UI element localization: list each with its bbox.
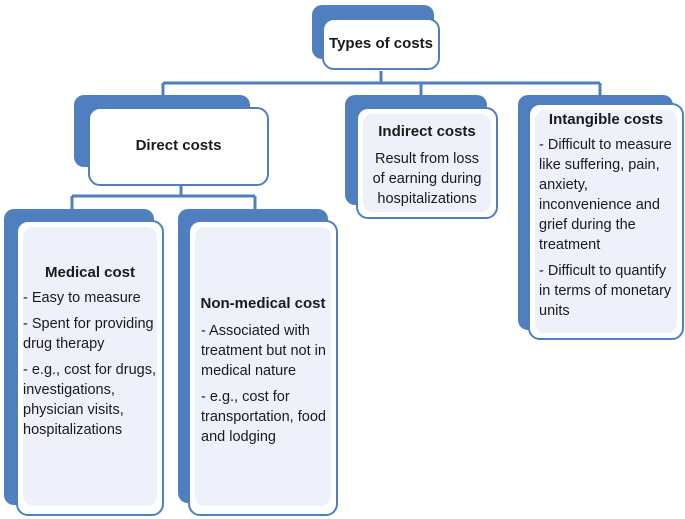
- intangible-costs-box: Intangible costs - Difficult to measure …: [528, 103, 684, 340]
- indirect-costs-text: Result from loss of earning during hospi…: [372, 151, 482, 207]
- non-medical-cost-text: - Associated with treatment but not in m…: [201, 321, 332, 453]
- non-medical-bullet-2: - e.g., cost for transportation, food an…: [201, 389, 326, 445]
- non-medical-bullet-1: - Associated with treatment but not in m…: [201, 323, 326, 379]
- intangible-costs-text: - Difficult to measure like suffering, p…: [539, 135, 676, 327]
- non-medical-cost-title: Non-medical cost: [200, 295, 326, 312]
- indirect-costs-panel: [363, 114, 491, 212]
- intangible-costs-title: Intangible costs: [548, 111, 664, 128]
- medical-cost-panel: [23, 227, 157, 506]
- medical-bullet-1: - Easy to measure: [23, 290, 141, 306]
- types-of-costs-box: Types of costs: [322, 18, 440, 70]
- indirect-costs-title: Indirect costs: [378, 123, 476, 140]
- non-medical-cost-panel: [195, 227, 331, 506]
- types-of-costs-title: Types of costs: [329, 35, 433, 52]
- indirect-costs-box: Indirect costs Result from loss of earni…: [356, 107, 498, 219]
- intangible-bullet-1: - Difficult to measure like suffering, p…: [539, 137, 672, 253]
- medical-cost-text: - Easy to measure - Spent for providing …: [23, 288, 158, 446]
- medical-bullet-3: - e.g., cost for drugs, investigations, …: [23, 362, 156, 438]
- direct-costs-box: Direct costs: [88, 107, 269, 186]
- intangible-costs-panel: [535, 110, 677, 333]
- non-medical-cost-box: Non-medical cost - Associated with treat…: [188, 220, 338, 516]
- direct-costs-title: Direct costs: [135, 137, 222, 154]
- medical-cost-title: Medical cost: [44, 264, 136, 281]
- medical-cost-box: Medical cost - Easy to measure - Spent f…: [16, 220, 164, 516]
- intangible-bullet-2: - Difficult to quantify in terms of mone…: [539, 263, 672, 319]
- medical-bullet-2: - Spent for providing drug therapy: [23, 316, 154, 352]
